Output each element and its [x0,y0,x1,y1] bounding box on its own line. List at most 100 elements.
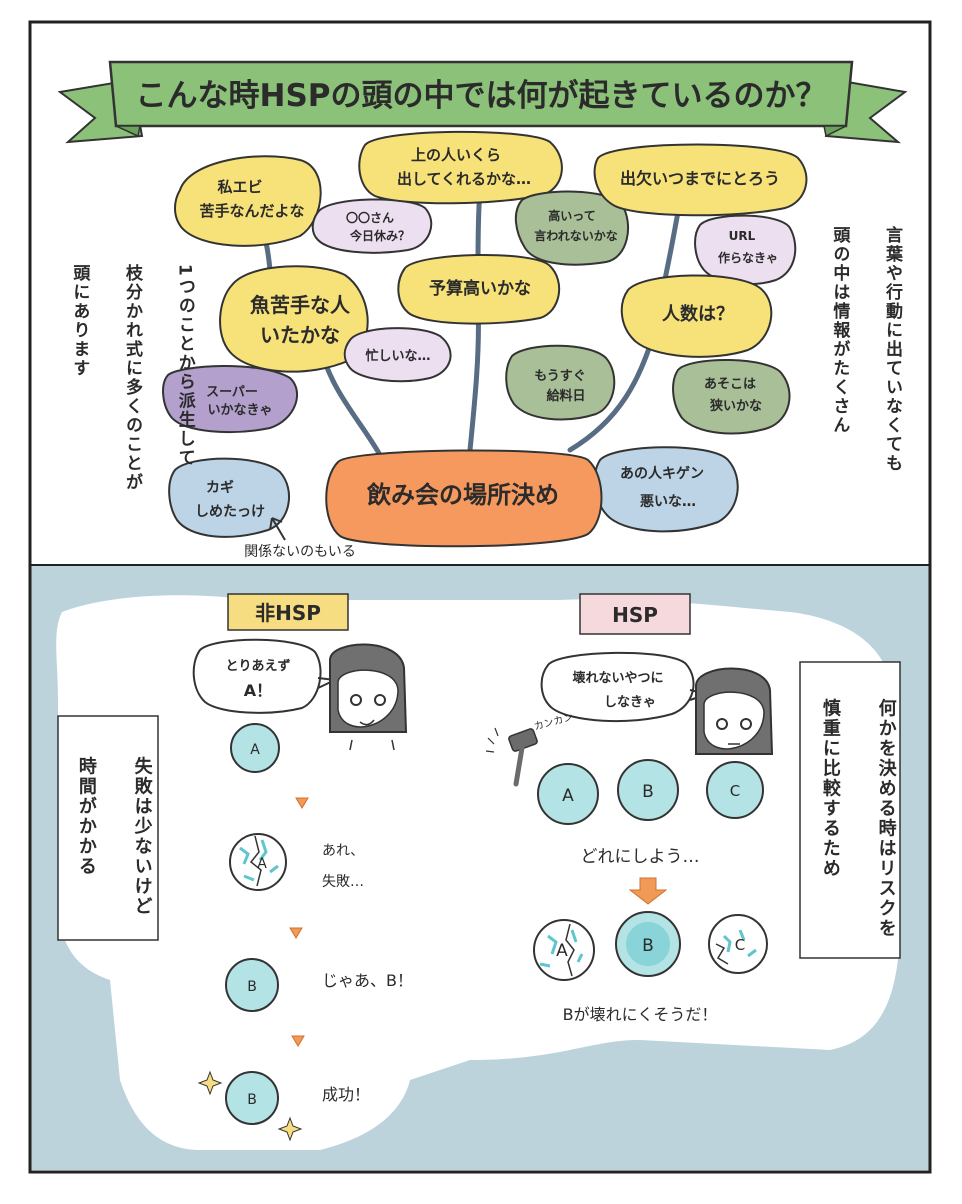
node-asoko-line1: あそこは [704,377,756,392]
hsp-speech-bubble: 壊れないやつに しなきゃ [540,651,712,723]
nonhsp-arrow-1 [295,797,309,809]
node-yosan-text: 予算高いかな [429,278,531,299]
mindmap-left-caption: 1つのことから派生して 枝分かれ式に多くのことが 頭にあります [66,248,224,538]
hsp-which: どれにしよう… [581,847,700,867]
node-kagi-line1: カギ [206,479,234,496]
nonhsp-success: 成功！ [322,1085,370,1104]
node-url-line1: URL [729,229,756,243]
node-kagi-line2: しめたっけ [195,504,265,520]
nonhsp-tag: 非HSP [227,593,349,631]
node-kigen-line1: あの人キゲン [620,465,704,482]
node-shukketsu [593,143,808,217]
node-yasumi-line1: 〇〇さん [346,210,394,225]
node-kigen-line2: 悪いな… [640,494,696,510]
hsp-option-c-label: C [730,782,740,800]
hsp-option-b-label: B [642,782,654,802]
node-asoko [672,358,791,435]
node-isogashii-text: 忙しいな… [365,348,430,364]
node-yasumi [311,198,433,254]
node-center [325,449,603,548]
hsp-tag-text: HSP [612,603,658,627]
hsp-caption-box [799,661,901,959]
node-ue-line1: 上の人いくら [411,146,501,164]
nonhsp-ball-a: A [230,723,280,773]
nonhsp-caption-box [57,715,159,941]
node-sakana-line2: いたかな [260,323,340,347]
hsp-character [695,667,774,755]
node-watashi-ebi [174,155,322,247]
hsp-caption: 何かを決める時はリスクを 慎重に比較するため [816,682,928,950]
node-takai [514,190,630,266]
node-shukketsu-text: 出欠いつまでにとろう [620,169,780,188]
hsp-conclusion: Bが壊れにくそうだ！ [563,1005,718,1024]
node-watashi-ebi-line2: 苦手なんだよな [199,202,304,220]
left-caption-line-1: 1つのことから派生して [174,263,195,468]
nonhsp-fail-line2: 失敗… [322,874,364,890]
hsp-option-a: A [537,763,599,825]
node-kyuryo [505,344,616,421]
unrelated-note: 関係ないのもいる [244,517,356,560]
node-takai-line1: 高いって [548,208,595,223]
left-caption-line-3: 頭にあります [69,263,90,378]
node-yasumi-line2: 今日休み？ [349,228,410,243]
hsp-result-b: B [615,911,681,977]
left-caption-line-2: 枝分かれ式に多くのことが [122,263,143,492]
node-ninzu-text: 人数は？ [662,303,734,325]
hsp-speech-line1: 壊れないやつに [572,670,663,686]
hsp-tag: HSP [579,593,691,635]
node-super-line2: いかなきゃ [207,403,272,418]
page-title: こんな時HSPの頭の中では何が起きているのか？ [136,78,827,114]
hsp-result-a-label: A [556,941,568,961]
title-ribbon: こんな時HSPの頭の中では何が起きているのか？ [57,60,908,144]
page-border [28,20,932,1174]
hsp-result-a: A [533,919,595,981]
node-center-text: 飲み会の場所決め [366,481,559,509]
nonhsp-caption: 失敗は少ないけど 時間がかかる [72,740,184,930]
hsp-result-c-label: C [735,936,745,954]
right-caption-line-1: 言葉や行動に出ていなくても [882,225,903,473]
hsp-caption-line-2: 慎重に比較するため [819,698,841,879]
node-kagi [168,457,290,538]
node-asoko-line2: 狭いかな [709,398,762,414]
node-url [694,214,797,286]
hsp-caption-line-1: 何かを決める時はリスクを [875,698,897,939]
hsp-result-c: C [708,914,768,974]
sparkle-icon [197,1070,223,1096]
nonhsp-speech-bubble: とりあえず A！ [192,638,339,714]
hsp-speech-line2: しなきゃ [604,695,656,710]
nonhsp-arrow-3 [291,1035,305,1047]
nonhsp-arrow-2 [289,927,303,939]
nonhsp-ball-b-success: B [197,1070,303,1142]
nonhsp-ball-b: B [225,958,279,1012]
nonhsp-speech-line2: A！ [244,681,272,700]
nonhsp-caption-line-2: 時間がかかる [75,756,97,877]
nonhsp-ball-a-label: A [250,742,260,758]
hsp-option-a-label: A [562,786,574,806]
node-isogashii [343,327,452,383]
node-url-line2: 作らなきゃ [718,250,778,265]
nonhsp-speech-line1: とりあえず [225,658,290,674]
node-ue-line2: 出してくれるかな… [397,170,531,188]
nonhsp-character [329,643,408,751]
nonhsp-ball-b-label: B [247,979,257,995]
node-kigen [593,446,739,533]
right-caption-line-2: 頭の中は情報がたくさん [829,225,850,435]
unrelated-note-text: 関係ないのもいる [244,544,356,560]
hsp-option-b: B [617,759,679,821]
node-yosan [397,253,560,325]
nonhsp-tag-text: 非HSP [255,601,321,625]
sparkle-icon [277,1116,303,1142]
nonhsp-fail-line1: あれ、 [322,843,364,859]
hsp-down-arrow [628,877,668,905]
node-watashi-ebi-line1: 私エビ [216,178,262,196]
node-kyuryo-line1: もうすぐ [534,369,586,384]
node-takai-line2: 言われないかな [534,228,617,243]
node-sakana-line1: 魚苦手な人 [250,293,351,317]
nonhsp-try-b: じゃあ、B！ [322,971,413,990]
hammer-icon [485,727,538,787]
nonhsp-ball-b-success-label: B [247,1092,257,1108]
hsp-option-c: C [706,761,764,819]
hsp-result-b-label: B [642,936,654,956]
nonhsp-caption-line-1: 失敗は少ないけど [131,756,153,917]
